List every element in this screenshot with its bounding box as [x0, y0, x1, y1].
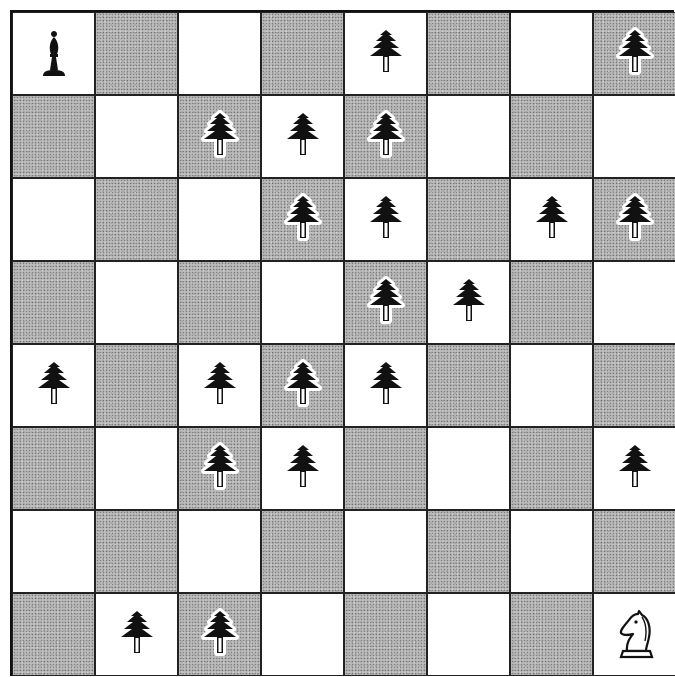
tree-icon — [356, 107, 416, 167]
square-r5-c3[interactable] — [178, 344, 261, 427]
square-r3-c2[interactable] — [95, 178, 178, 261]
square-r8-c3[interactable] — [178, 593, 261, 676]
square-r4-c6[interactable] — [427, 261, 510, 344]
tree-icon — [24, 356, 84, 416]
square-r6-c6[interactable] — [427, 427, 510, 510]
square-r1-c1[interactable] — [12, 12, 95, 95]
square-r6-c5[interactable] — [344, 427, 427, 510]
square-r1-c2[interactable] — [95, 12, 178, 95]
square-r2-c8[interactable] — [593, 95, 675, 178]
square-r3-c6[interactable] — [427, 178, 510, 261]
square-r4-c4[interactable] — [261, 261, 344, 344]
tree-icon — [190, 356, 250, 416]
square-r5-c1[interactable] — [12, 344, 95, 427]
tree-icon — [273, 190, 333, 250]
tree-icon — [522, 190, 582, 250]
square-r7-c8[interactable] — [593, 510, 675, 593]
square-r1-c7[interactable] — [510, 12, 593, 95]
square-r6-c1[interactable] — [12, 427, 95, 510]
square-r4-c3[interactable] — [178, 261, 261, 344]
square-r2-c3[interactable] — [178, 95, 261, 178]
chess-board — [10, 10, 674, 676]
tree-icon — [356, 273, 416, 333]
knight-icon — [605, 605, 665, 665]
square-r1-c6[interactable] — [427, 12, 510, 95]
square-r7-c1[interactable] — [12, 510, 95, 593]
square-r5-c7[interactable] — [510, 344, 593, 427]
tree-icon — [605, 190, 665, 250]
square-r8-c8[interactable] — [593, 593, 675, 676]
square-r2-c5[interactable] — [344, 95, 427, 178]
square-r2-c4[interactable] — [261, 95, 344, 178]
square-r2-c6[interactable] — [427, 95, 510, 178]
square-r4-c7[interactable] — [510, 261, 593, 344]
square-r5-c2[interactable] — [95, 344, 178, 427]
square-r3-c3[interactable] — [178, 178, 261, 261]
tree-icon — [356, 356, 416, 416]
square-r7-c3[interactable] — [178, 510, 261, 593]
square-r6-c8[interactable] — [593, 427, 675, 510]
tree-icon — [190, 107, 250, 167]
square-r4-c5[interactable] — [344, 261, 427, 344]
square-r8-c7[interactable] — [510, 593, 593, 676]
square-r2-c2[interactable] — [95, 95, 178, 178]
square-r8-c1[interactable] — [12, 593, 95, 676]
tree-icon — [273, 107, 333, 167]
square-r3-c5[interactable] — [344, 178, 427, 261]
tree-icon — [605, 24, 665, 84]
square-r6-c3[interactable] — [178, 427, 261, 510]
square-r5-c5[interactable] — [344, 344, 427, 427]
square-r3-c4[interactable] — [261, 178, 344, 261]
square-r5-c6[interactable] — [427, 344, 510, 427]
square-r8-c5[interactable] — [344, 593, 427, 676]
square-r7-c6[interactable] — [427, 510, 510, 593]
square-r7-c7[interactable] — [510, 510, 593, 593]
square-r5-c4[interactable] — [261, 344, 344, 427]
square-r7-c5[interactable] — [344, 510, 427, 593]
tree-icon — [190, 605, 250, 665]
square-r3-c7[interactable] — [510, 178, 593, 261]
tree-icon — [273, 356, 333, 416]
bishop-icon — [24, 24, 84, 84]
square-r6-c2[interactable] — [95, 427, 178, 510]
tree-icon — [107, 605, 167, 665]
square-r3-c1[interactable] — [12, 178, 95, 261]
square-r1-c4[interactable] — [261, 12, 344, 95]
square-r3-c8[interactable] — [593, 178, 675, 261]
square-r4-c1[interactable] — [12, 261, 95, 344]
square-r7-c2[interactable] — [95, 510, 178, 593]
square-r8-c4[interactable] — [261, 593, 344, 676]
square-r4-c8[interactable] — [593, 261, 675, 344]
tree-icon — [439, 273, 499, 333]
square-r6-c4[interactable] — [261, 427, 344, 510]
square-r6-c7[interactable] — [510, 427, 593, 510]
square-r2-c7[interactable] — [510, 95, 593, 178]
square-r1-c8[interactable] — [593, 12, 675, 95]
square-r8-c2[interactable] — [95, 593, 178, 676]
square-r5-c8[interactable] — [593, 344, 675, 427]
square-r4-c2[interactable] — [95, 261, 178, 344]
tree-icon — [190, 439, 250, 499]
tree-icon — [273, 439, 333, 499]
tree-icon — [605, 439, 665, 499]
square-r8-c6[interactable] — [427, 593, 510, 676]
square-r2-c1[interactable] — [12, 95, 95, 178]
square-r1-c3[interactable] — [178, 12, 261, 95]
tree-icon — [356, 190, 416, 250]
square-r1-c5[interactable] — [344, 12, 427, 95]
tree-icon — [356, 24, 416, 84]
square-r7-c4[interactable] — [261, 510, 344, 593]
